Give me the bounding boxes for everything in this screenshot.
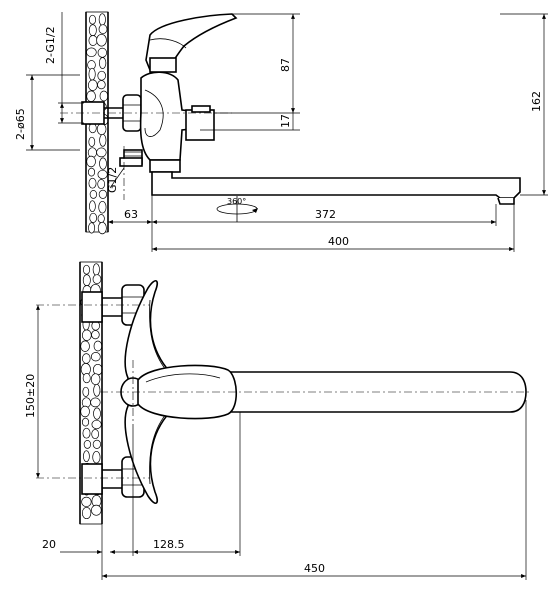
wall-stone [96, 123, 107, 136]
wall-stone [82, 386, 90, 397]
wall-stone [88, 14, 97, 25]
rotation-label: 360° [227, 197, 246, 206]
wall-stone [96, 33, 107, 47]
wall-stone [92, 439, 102, 449]
wall-stone [90, 352, 101, 362]
wall-stone [97, 70, 106, 81]
wall-stone [92, 274, 102, 285]
top-view: 150±20 20 128.5 450 [24, 261, 532, 580]
dim-150-label: 150±20 [24, 374, 37, 418]
bottom-thread-label: G1/2 [106, 167, 119, 193]
wall-stone [98, 189, 108, 199]
dim-372-label: 372 [315, 208, 336, 221]
wall-stone [96, 147, 107, 158]
wall-stone [98, 57, 107, 69]
wall-stone [86, 47, 97, 58]
wall-stone [82, 373, 91, 384]
wall-stone [88, 123, 97, 134]
wall-stone [86, 90, 96, 102]
wall-stone [81, 417, 90, 427]
wall-stone [97, 179, 106, 190]
wall-stone [81, 496, 92, 508]
wall-stone [88, 24, 97, 37]
dim-17-label: 17 [279, 114, 292, 128]
wall-stone [82, 427, 91, 439]
wall-stone [93, 340, 103, 352]
wall-stone [91, 429, 100, 440]
wall-stone [98, 200, 107, 214]
thread-top-label: 2-G1/2 [44, 26, 57, 64]
wall-stone [98, 13, 106, 26]
wall-stone [97, 47, 107, 58]
wall-stone [88, 35, 98, 46]
side-view: 360° [14, 11, 548, 252]
wall-stone [82, 353, 91, 364]
wall-stone [88, 222, 96, 234]
wall-stone [98, 24, 108, 35]
wall-stone [99, 90, 109, 102]
wall-stone [97, 214, 105, 224]
dim-400-label: 400 [328, 235, 349, 248]
wall-stone [81, 506, 92, 520]
wall-stone [83, 450, 90, 463]
wall-stone [83, 440, 92, 449]
wall-stone [99, 133, 107, 147]
wall-stone [88, 177, 97, 189]
dim-20-label: 20 [42, 538, 56, 551]
wall-stone [87, 79, 98, 91]
dim-63-label: 63 [124, 208, 138, 221]
wall-stone [88, 67, 96, 81]
wall-stone [90, 373, 101, 386]
wall-stone [89, 190, 98, 199]
dim-128-label: 128.5 [153, 538, 185, 551]
wall-stone [99, 157, 107, 170]
wall-stone [92, 450, 101, 464]
wall-stone [80, 405, 90, 418]
wall-stone [92, 363, 103, 376]
wall-stone [91, 504, 102, 516]
mixer-body-side [119, 13, 238, 173]
wall-stone [88, 136, 96, 147]
dimensions-top [36, 305, 527, 580]
wall-stone [86, 155, 96, 168]
dim-87-label: 87 [279, 58, 292, 72]
wall-stone [93, 407, 101, 420]
wall-stone [82, 264, 91, 275]
wall-stone [97, 221, 107, 235]
wall-stone [89, 212, 98, 223]
wall-stone [82, 274, 91, 287]
wall-stone [92, 263, 100, 276]
wall-side [85, 11, 109, 235]
rotation-symbol: 360° [216, 196, 258, 222]
wall-stone [91, 330, 100, 340]
diameter-label: 2-ø65 [14, 108, 27, 140]
dimensions-side [26, 12, 548, 252]
wall-stone [97, 80, 106, 90]
wall-stone [80, 340, 90, 352]
wall-stone [90, 397, 101, 408]
wall-stone [89, 200, 96, 213]
spout-side [151, 171, 521, 205]
wall-stone [81, 329, 92, 341]
dim-450-label: 450 [304, 562, 325, 575]
wall-stone [91, 419, 102, 430]
wall-stone [87, 167, 96, 177]
wall-stone [93, 383, 101, 397]
dim-162-label: 162 [530, 91, 543, 112]
